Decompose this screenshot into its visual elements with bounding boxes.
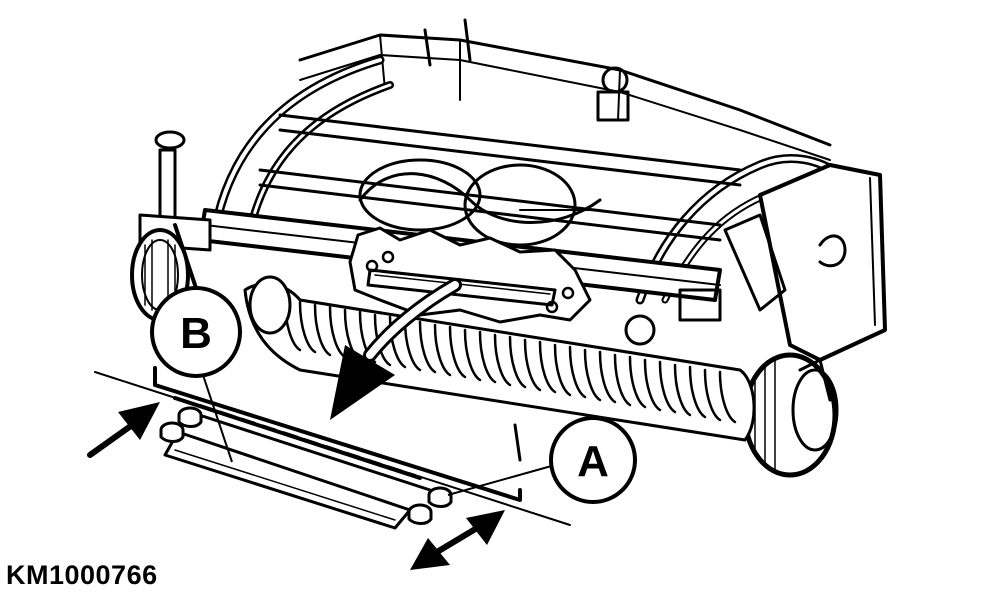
bolt-group xyxy=(159,406,453,525)
left-adjust-arrow xyxy=(87,402,160,458)
right-adjust-arrow xyxy=(410,510,505,570)
callout-a-label: A xyxy=(577,437,609,486)
callout-b-label: B xyxy=(180,309,212,358)
callout-a-leader xyxy=(447,464,556,496)
figure-id: KM1000766 xyxy=(6,560,158,590)
callout-b: B xyxy=(150,286,242,378)
detail-pointer-arrow xyxy=(330,278,462,420)
detail-view xyxy=(94,366,571,530)
machine-drawing xyxy=(130,18,887,478)
callout-a: A xyxy=(549,416,637,504)
